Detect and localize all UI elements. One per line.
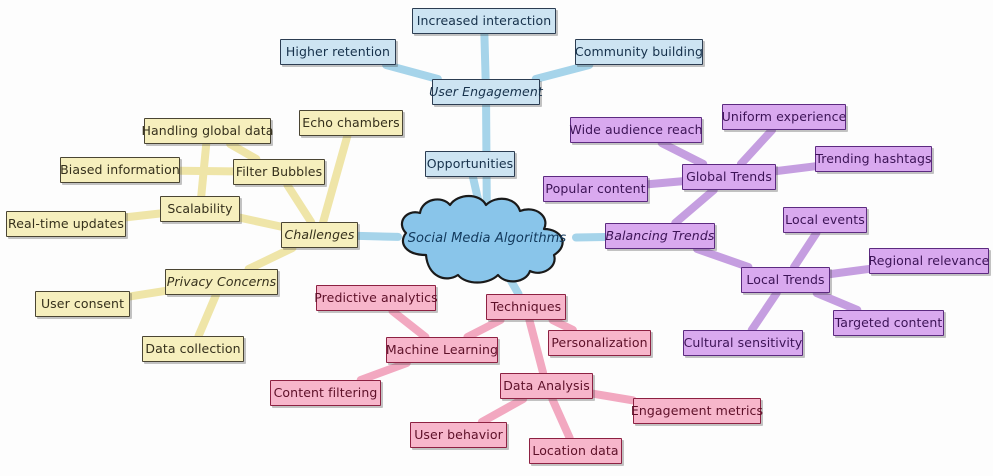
node-label-center: Social Media Algorithms	[407, 230, 567, 246]
node-global-trends[interactable]: Global Trends	[682, 164, 776, 190]
node-trending-hashtags[interactable]: Trending hashtags	[815, 146, 932, 172]
node-engagement-metrics[interactable]: Engagement metrics	[630, 398, 764, 424]
node-label-predictive-analytics: Predictive analytics	[314, 290, 438, 306]
node-label-user-consent: User consent	[40, 296, 125, 312]
node-user-engagement[interactable]: User Engagement	[429, 79, 543, 105]
node-local-events[interactable]: Local events	[783, 207, 867, 233]
node-label-community-building: Community building	[574, 44, 704, 60]
node-label-cultural-sensitivity: Cultural sensitivity	[683, 335, 803, 351]
node-label-uniform-experience: Uniform experience	[721, 109, 847, 125]
node-label-real-time-updates: Real-time updates	[8, 216, 124, 232]
node-label-wide-audience-reach: Wide audience reach	[569, 122, 703, 138]
node-label-popular-content: Popular content	[545, 181, 646, 197]
node-filter-bubbles[interactable]: Filter Bubbles	[233, 159, 325, 185]
node-challenges[interactable]: Challenges	[281, 222, 358, 248]
node-data-collection[interactable]: Data collection	[142, 336, 244, 362]
node-center[interactable]: Social Media Algorithms	[398, 203, 576, 275]
node-label-regional-relevance: Regional relevance	[868, 253, 990, 269]
node-label-user-behavior: User behavior	[414, 427, 503, 443]
node-targeted-content[interactable]: Targeted content	[833, 310, 944, 336]
node-balancing-trends[interactable]: Balancing Trends	[605, 223, 715, 249]
node-machine-learning[interactable]: Machine Learning	[386, 337, 498, 363]
node-user-consent[interactable]: User consent	[35, 291, 130, 317]
node-label-filter-bubbles: Filter Bubbles	[235, 164, 323, 180]
node-predictive-analytics[interactable]: Predictive analytics	[314, 285, 438, 311]
node-label-engagement-metrics: Engagement metrics	[630, 403, 764, 419]
node-label-challenges: Challenges	[284, 227, 355, 243]
node-label-machine-learning: Machine Learning	[385, 342, 499, 358]
node-data-analysis[interactable]: Data Analysis	[500, 373, 593, 399]
node-techniques[interactable]: Techniques	[486, 294, 566, 320]
node-biased-information[interactable]: Biased information	[60, 157, 180, 183]
node-opportunities[interactable]: Opportunities	[425, 151, 515, 177]
node-regional-relevance[interactable]: Regional relevance	[869, 248, 989, 274]
node-user-behavior[interactable]: User behavior	[410, 422, 507, 448]
node-label-content-filtering: Content filtering	[273, 385, 378, 401]
node-cultural-sensitivity[interactable]: Cultural sensitivity	[683, 330, 803, 356]
node-label-scalability: Scalability	[167, 201, 233, 217]
node-local-trends[interactable]: Local Trends	[741, 267, 830, 293]
node-label-biased-information: Biased information	[60, 162, 180, 178]
node-label-handling-global-data: Handling global data	[141, 123, 274, 139]
node-privacy-concerns[interactable]: Privacy Concerns	[165, 269, 278, 295]
node-label-techniques: Techniques	[490, 299, 562, 315]
node-echo-chambers[interactable]: Echo chambers	[299, 110, 403, 136]
node-higher-retention[interactable]: Higher retention	[280, 39, 396, 65]
node-label-increased-interaction: Increased interaction	[416, 13, 552, 29]
node-location-data[interactable]: Location data	[529, 438, 622, 464]
node-label-echo-chambers: Echo chambers	[302, 115, 400, 131]
node-label-trending-hashtags: Trending hashtags	[815, 151, 932, 167]
node-label-data-analysis: Data Analysis	[503, 378, 590, 394]
node-label-location-data: Location data	[532, 443, 619, 459]
node-scalability[interactable]: Scalability	[160, 196, 240, 222]
node-label-opportunities: Opportunities	[426, 156, 514, 172]
node-label-local-trends: Local Trends	[746, 272, 825, 288]
node-label-privacy-concerns: Privacy Concerns	[166, 274, 277, 290]
node-community-building[interactable]: Community building	[575, 39, 703, 65]
node-label-targeted-content: Targeted content	[834, 315, 943, 331]
node-wide-audience-reach[interactable]: Wide audience reach	[569, 117, 703, 143]
node-label-higher-retention: Higher retention	[285, 44, 391, 60]
node-label-personalization: Personalization	[551, 335, 648, 351]
node-personalization[interactable]: Personalization	[548, 330, 651, 356]
node-popular-content[interactable]: Popular content	[543, 176, 648, 202]
node-handling-global-data[interactable]: Handling global data	[141, 118, 274, 144]
node-label-data-collection: Data collection	[145, 341, 241, 357]
node-label-global-trends: Global Trends	[686, 169, 772, 185]
node-label-user-engagement: User Engagement	[429, 84, 543, 100]
node-real-time-updates[interactable]: Real-time updates	[6, 211, 126, 237]
node-content-filtering[interactable]: Content filtering	[270, 380, 381, 406]
node-label-local-events: Local events	[785, 212, 865, 228]
node-uniform-experience[interactable]: Uniform experience	[722, 104, 846, 130]
node-increased-interaction[interactable]: Increased interaction	[412, 8, 556, 34]
node-label-balancing-trends: Balancing Trends	[605, 228, 715, 244]
